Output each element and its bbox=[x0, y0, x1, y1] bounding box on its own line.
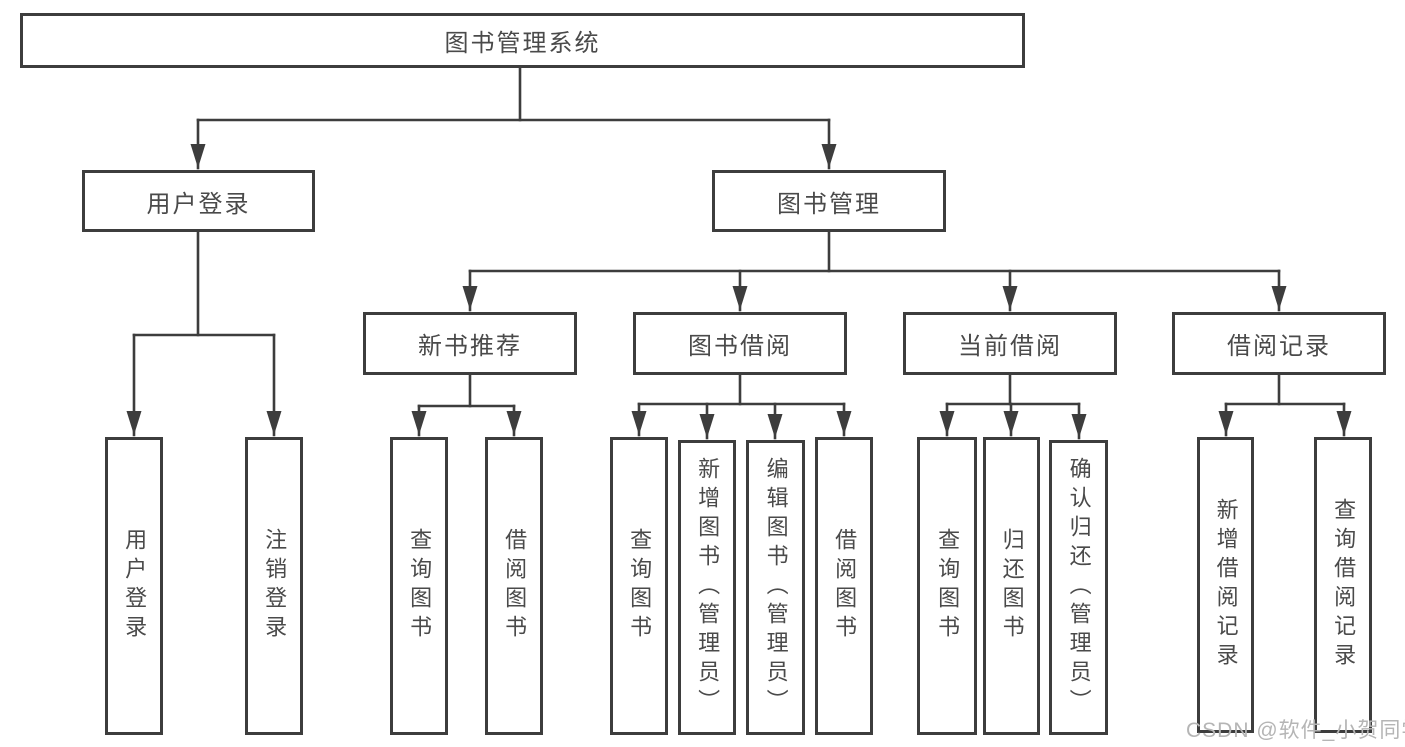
leaf-add-borrow-record-label: 新增借阅记录 bbox=[1213, 498, 1239, 672]
leaf-borrow-book: 借阅图书 bbox=[815, 437, 873, 735]
leaf-query-book-current-label: 查询图书 bbox=[935, 528, 961, 644]
leaf-borrow-book-recommend-label: 借阅图书 bbox=[502, 528, 528, 644]
leaf-user-login-label: 用户登录 bbox=[122, 528, 148, 644]
leaf-borrow-book-label: 借阅图书 bbox=[832, 528, 858, 644]
leaf-user-login: 用户登录 bbox=[105, 437, 163, 735]
leaf-add-book-admin-label: 新增图书（管理员） bbox=[695, 457, 721, 718]
node-library-management-system: 图书管理系统 bbox=[20, 13, 1025, 68]
leaf-confirm-return-admin: 确认归还（管理员） bbox=[1049, 440, 1108, 735]
leaf-borrow-book-recommend: 借阅图书 bbox=[485, 437, 543, 735]
leaf-query-book-recommend-label: 查询图书 bbox=[407, 528, 433, 644]
leaf-add-book-admin: 新增图书（管理员） bbox=[678, 440, 736, 735]
leaf-return-book: 归还图书 bbox=[983, 437, 1040, 735]
csdn-watermark: CSDN @软件_小贺同学 bbox=[1186, 719, 1405, 742]
node-user-login: 用户登录 bbox=[82, 170, 315, 232]
leaf-return-book-label: 归还图书 bbox=[999, 528, 1025, 644]
node-book-borrow: 图书借阅 bbox=[633, 312, 847, 375]
leaf-query-book-current: 查询图书 bbox=[917, 437, 977, 735]
node-borrow-record: 借阅记录 bbox=[1172, 312, 1386, 375]
node-book-management: 图书管理 bbox=[712, 170, 946, 232]
leaf-edit-book-admin: 编辑图书（管理员） bbox=[746, 440, 805, 735]
node-new-book-recommend: 新书推荐 bbox=[363, 312, 577, 375]
leaf-add-borrow-record: 新增借阅记录 bbox=[1197, 437, 1254, 733]
leaf-edit-book-admin-label: 编辑图书（管理员） bbox=[763, 457, 789, 718]
leaf-query-book-borrow-label: 查询图书 bbox=[627, 528, 653, 644]
leaf-logout: 注销登录 bbox=[245, 437, 303, 735]
leaf-query-borrow-record-label: 查询借阅记录 bbox=[1331, 498, 1357, 672]
leaf-query-book-borrow: 查询图书 bbox=[610, 437, 668, 735]
leaf-query-book-recommend: 查询图书 bbox=[390, 437, 448, 735]
leaf-query-borrow-record: 查询借阅记录 bbox=[1314, 437, 1372, 733]
leaf-logout-label: 注销登录 bbox=[262, 528, 288, 644]
leaf-confirm-return-admin-label: 确认归还（管理员） bbox=[1066, 457, 1092, 718]
node-current-borrow: 当前借阅 bbox=[903, 312, 1117, 375]
